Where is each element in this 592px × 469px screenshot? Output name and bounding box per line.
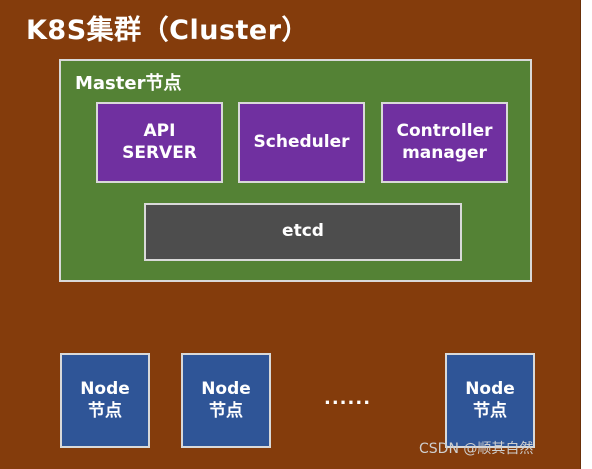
controller-manager-label-line2: manager: [402, 142, 487, 163]
etcd-box: etcd: [144, 203, 462, 261]
worker-node-box: Node 节点: [60, 353, 150, 448]
master-node: Master节点 API SERVER Scheduler Controller…: [59, 59, 532, 282]
scheduler-label: Scheduler: [253, 131, 350, 152]
node-label-line2: 节点: [87, 400, 122, 421]
api-server-label-line2: SERVER: [122, 142, 197, 163]
scheduler-box: Scheduler: [238, 102, 365, 183]
master-title: Master节点: [75, 73, 182, 94]
node-label-line2: 节点: [472, 400, 507, 421]
cluster-title: K8S集群（Cluster）: [26, 15, 310, 46]
node-label-line1: Node: [80, 379, 130, 400]
etcd-label: etcd: [282, 221, 324, 242]
node-label-line1: Node: [465, 379, 515, 400]
more-nodes-ellipsis: ......: [324, 388, 372, 409]
controller-manager-label-line1: Controller: [396, 121, 493, 142]
watermark: CSDN @顺其自然: [419, 441, 534, 457]
node-label-line1: Node: [201, 379, 251, 400]
api-server-box: API SERVER: [96, 102, 223, 183]
controller-manager-box: Controller manager: [381, 102, 508, 183]
worker-node-box: Node 节点: [445, 353, 535, 448]
api-server-label-line1: API: [143, 121, 176, 142]
node-label-line2: 节点: [208, 400, 243, 421]
worker-node-box: Node 节点: [181, 353, 271, 448]
